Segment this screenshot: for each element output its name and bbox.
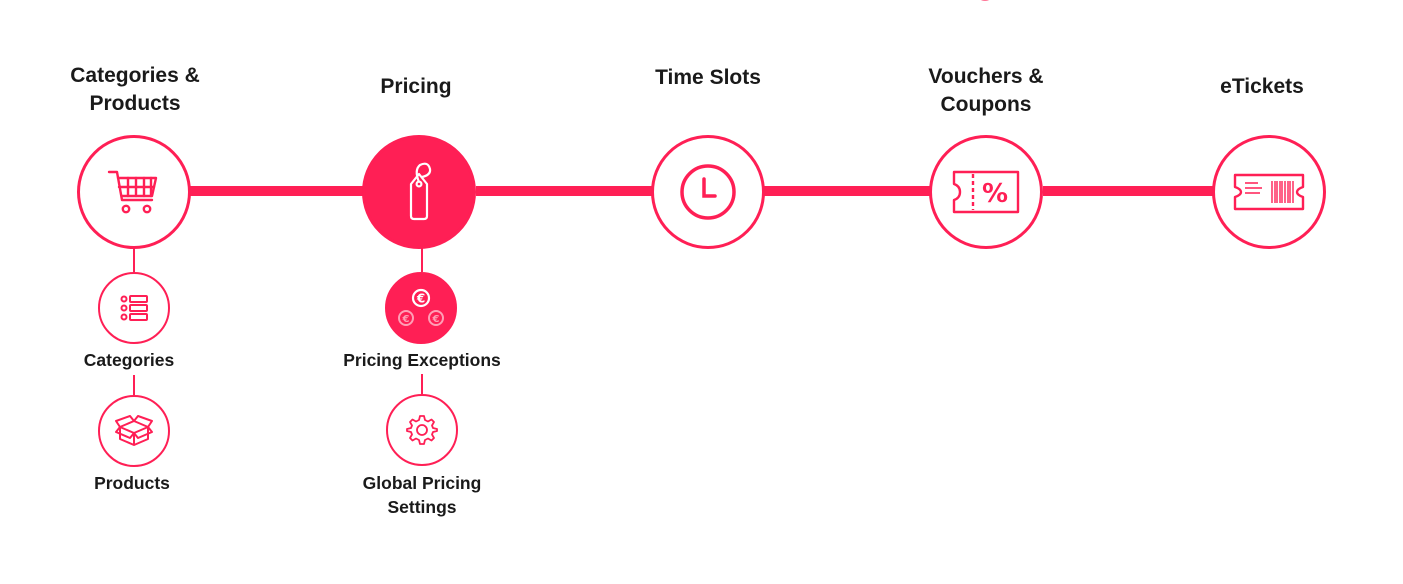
step-title-time-slots: Time Slots bbox=[655, 66, 761, 89]
step-title-etickets: eTickets bbox=[1220, 75, 1304, 98]
substep-connector bbox=[133, 248, 135, 272]
substep-node-products[interactable] bbox=[98, 395, 170, 467]
eticket-icon bbox=[1233, 173, 1305, 211]
substep-node-pricing-exceptions[interactable]: € € € bbox=[385, 272, 457, 344]
step-node-pricing[interactable] bbox=[362, 135, 476, 249]
substep-connector bbox=[133, 375, 135, 395]
substep-connector bbox=[421, 374, 423, 394]
substep-node-categories[interactable] bbox=[98, 272, 170, 344]
substep-label-global-pricing-settings: Global Pricing Settings bbox=[362, 473, 482, 517]
step-node-etickets[interactable] bbox=[1212, 135, 1326, 249]
step-node-categories-products[interactable] bbox=[77, 135, 191, 249]
shopping-cart-icon bbox=[107, 170, 158, 214]
price-tag-icon bbox=[409, 162, 432, 221]
step-title-pricing: Pricing bbox=[380, 75, 452, 98]
step-node-time-slots[interactable] bbox=[651, 135, 765, 249]
timeline-connector bbox=[190, 186, 364, 196]
substep-label-products: Products bbox=[94, 473, 170, 493]
voucher-percent-icon: % bbox=[952, 170, 1020, 214]
svg-text:€: € bbox=[416, 292, 425, 306]
step-node-vouchers-coupons[interactable]: % bbox=[929, 135, 1043, 249]
svg-text:€: € bbox=[432, 314, 440, 325]
timeline-connector bbox=[476, 186, 652, 196]
step-title-vouchers-coupons: Vouchers & Coupons bbox=[928, 65, 1044, 116]
svg-text:%: % bbox=[982, 179, 1008, 209]
svg-text:€: € bbox=[402, 314, 410, 325]
substep-node-global-pricing-settings[interactable] bbox=[386, 394, 458, 466]
step-title-categories-products: Categories & Products bbox=[70, 64, 200, 115]
timeline-connector bbox=[764, 186, 931, 196]
substep-label-pricing-exceptions: Pricing Exceptions bbox=[343, 350, 501, 370]
gear-icon bbox=[406, 415, 438, 445]
substep-label-categories: Categories bbox=[83, 350, 175, 370]
euro-coins-icon: € € € bbox=[398, 288, 444, 326]
timeline-connector bbox=[1043, 186, 1214, 196]
clock-icon bbox=[680, 164, 736, 220]
decorative-partial-circle bbox=[981, 0, 989, 1]
box-icon bbox=[115, 415, 153, 446]
substep-connector bbox=[421, 248, 423, 272]
list-icon bbox=[120, 295, 148, 321]
